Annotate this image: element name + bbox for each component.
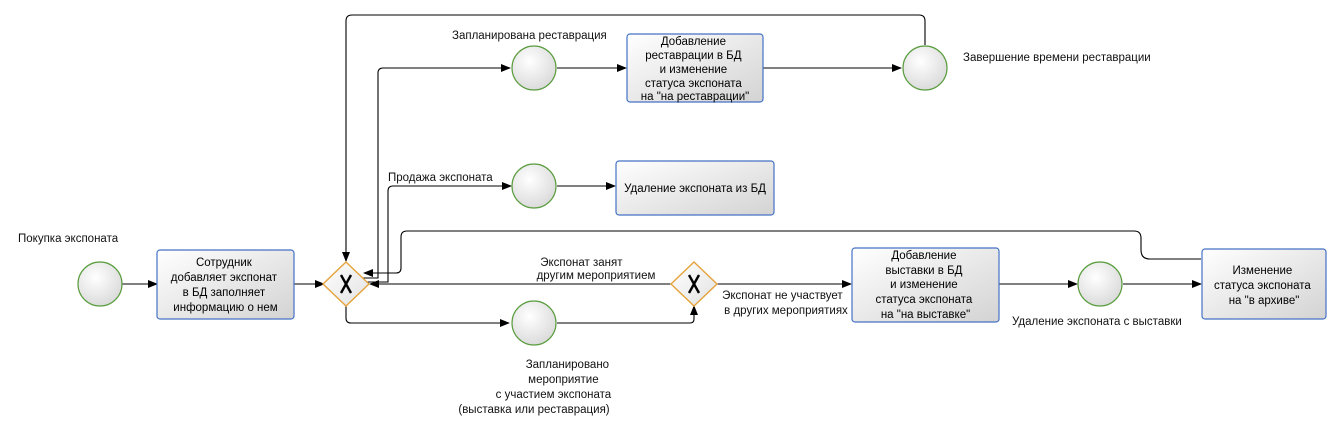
task-text-line: реставрации в БД	[645, 50, 741, 62]
restoration-end-label: Завершение времени реставрации	[963, 52, 1151, 64]
flow-label-busy-line: другим мероприятием	[537, 270, 656, 282]
event-planned-label-line: (выставка или реставрация)	[458, 404, 609, 416]
flow-gateway-to-event-planned	[345, 306, 510, 327]
gateway-x-icon	[687, 274, 701, 294]
task-text-line: Изменение	[1233, 265, 1293, 277]
task-text-line: в БД заполняет	[183, 287, 266, 299]
task-archive-status-text: Изменение статуса экспоната на "в архиве…	[1214, 265, 1314, 307]
flow-restoration-end-to-gateway	[342, 14, 926, 262]
event-planned-label-line: мероприятие	[528, 374, 598, 386]
flow-label-busy-line: Экспонат занят	[540, 257, 623, 269]
sale-event-label: Продажа экспоната	[388, 172, 493, 184]
flow-gateway-to-restoration-event	[358, 64, 511, 279]
task-text-line: и изменение	[660, 64, 728, 76]
task-text-line: статуса экспоната	[1214, 280, 1311, 292]
task-text-line: на "на выставке"	[881, 309, 970, 321]
task-delete-exhibit-text: Удаление экспоната из БД	[624, 183, 766, 195]
flow-gateway-to-sale-event	[360, 182, 512, 283]
task-add-exhibition-text: Добавление выставки в БД и изменение ста…	[875, 250, 975, 321]
exhibit-removed-event[interactable]	[1077, 261, 1123, 307]
event-planned-label-line: с участием экспоната	[496, 389, 612, 401]
flow-label-not-participating-line: Экспонат не участвует	[722, 290, 843, 302]
task-add-restoration-text: Добавление реставрации в БД и изменение …	[641, 36, 749, 103]
task-add-restoration[interactable]: Добавление реставрации в БД и изменение …	[626, 33, 764, 103]
task-text-line: статуса экспоната	[875, 294, 972, 306]
task-text-line: статуса экспоната	[645, 78, 742, 90]
restoration-planned-event[interactable]	[511, 45, 557, 91]
flow-label-not-participating-line: в других мероприятиях	[724, 305, 848, 317]
sequence-flows	[122, 14, 1202, 327]
event-planned-label: Запланировано мероприятие с участием экс…	[458, 359, 614, 416]
task-employee-adds-exhibit-text: Сотрудник добавляет экспонат в БД заполн…	[171, 257, 280, 314]
gateway-main[interactable]	[321, 261, 371, 307]
task-text-line: Добавление	[661, 36, 726, 48]
task-text-line: Добавление	[891, 250, 956, 262]
start-event-label: Покупка экспоната	[18, 233, 119, 245]
task-text-line: Удаление экспоната из БД	[624, 183, 766, 195]
gateway-x-icon	[339, 274, 353, 294]
task-text-line: выставки в БД	[885, 265, 962, 277]
task-text-line: и изменение	[890, 279, 958, 291]
start-event[interactable]	[77, 261, 123, 307]
task-delete-exhibit[interactable]: Удаление экспоната из БД	[615, 160, 775, 216]
sale-event[interactable]	[511, 163, 557, 209]
task-add-exhibition[interactable]: Добавление выставки в БД и изменение ста…	[851, 247, 1000, 323]
flow-label-busy: Экспонат занят другим мероприятием	[537, 257, 656, 282]
event-planned-label-line: Запланировано	[526, 359, 609, 371]
exhibit-removed-label: Удаление экспоната с выставки	[1012, 316, 1182, 328]
task-text-line: на "на реставрации"	[641, 91, 749, 103]
flow-archive-task-to-gateway	[363, 230, 1201, 277]
task-archive-status[interactable]: Изменение статуса экспоната на "в архиве…	[1201, 248, 1327, 320]
task-employee-adds-exhibit[interactable]: Сотрудник добавляет экспонат в БД заполн…	[156, 249, 295, 320]
task-text-line: информацию о нем	[173, 302, 277, 314]
restoration-planned-label: Запланирована реставрация	[452, 30, 607, 42]
gateway-participation[interactable]	[669, 261, 719, 307]
flow-label-not-participating: Экспонат не участвует в других мероприят…	[722, 290, 848, 317]
task-text-line: на "в архиве"	[1229, 295, 1300, 307]
task-text-line: добавляет экспонат	[171, 272, 278, 284]
task-text-line: Сотрудник	[196, 257, 253, 269]
flow-event-planned-to-gateway2	[557, 305, 698, 324]
event-planned-event[interactable]	[511, 300, 557, 346]
restoration-end-event[interactable]	[902, 45, 948, 91]
